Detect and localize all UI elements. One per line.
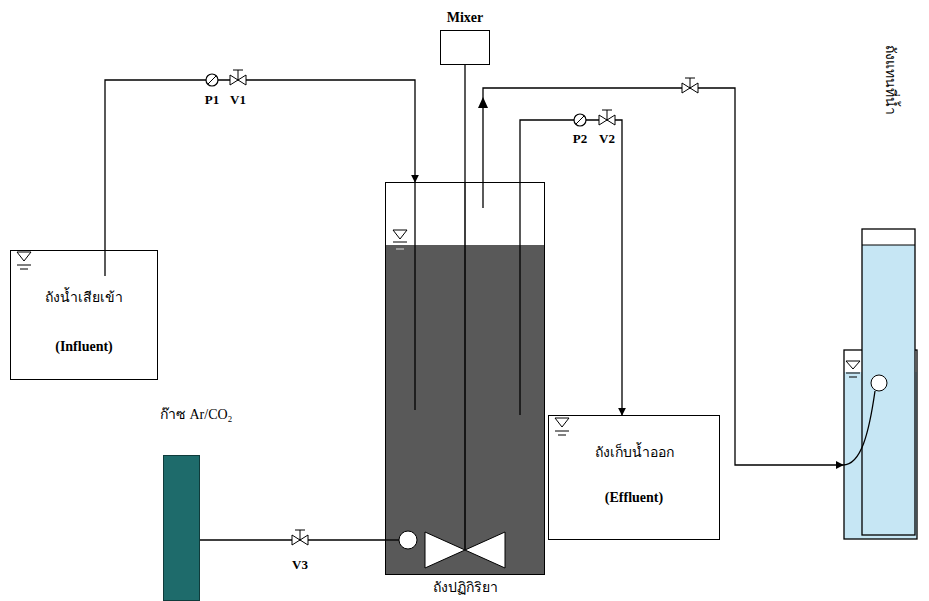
valve-symbol: [233, 70, 243, 71]
node-title: ถังเก็บน้ำออก: [549, 444, 719, 462]
valve-symbol: [300, 530, 301, 540]
water-level-mark: [17, 265, 31, 266]
inlet-dip-tube: [414, 182, 415, 410]
effluent-tank: ถังเก็บน้ำออก (Effluent): [548, 415, 720, 540]
pipe-connector: [464, 65, 465, 182]
pipe-connector: [520, 120, 622, 415]
component-label: V2: [587, 131, 627, 146]
water-level-mark: [849, 377, 857, 378]
valve-symbol: [599, 110, 615, 125]
water-level-mark: [393, 230, 407, 239]
water-level-mark: [20, 269, 28, 270]
water-level-mark: [17, 252, 31, 269]
measuring-cylinder: [862, 229, 915, 535]
component-label: P2: [560, 131, 600, 146]
node-title: Mixer: [401, 10, 529, 26]
node-title: ถังน้ำเสียเข้า: [11, 289, 157, 307]
node-title: ถังแทนที่น้ำ: [881, 45, 899, 115]
water-level-mark: [393, 230, 407, 249]
suction-tube: [104, 250, 105, 276]
cylinder-rim: [862, 245, 915, 246]
pump-symbol: [576, 116, 584, 124]
water-level-mark: [846, 361, 860, 369]
valve-symbol: [292, 530, 308, 545]
gas-collection-shape: [843, 228, 918, 540]
valve-symbol: [238, 70, 239, 80]
valve-symbol: [685, 78, 695, 79]
water-level-mark: [846, 373, 860, 374]
water-level-mark: [555, 418, 569, 427]
water-level-mark: [555, 431, 569, 432]
water-level-mark: [393, 242, 407, 243]
component-label: V3: [280, 557, 320, 572]
water-level-mark: [555, 418, 569, 435]
valve-symbol: [682, 78, 698, 93]
gas-sparger: [399, 531, 417, 549]
pipe-connector: [105, 80, 415, 250]
mixer-shaft: [464, 182, 466, 550]
gas-cylinder: ก๊าซ Ar/CO₂: [163, 455, 200, 601]
outlet-dip-tube: [519, 182, 520, 415]
gas-bulb: [871, 375, 887, 391]
pump-symbol: [574, 114, 586, 126]
gas-feed-tube: [385, 539, 399, 540]
node-title: ก๊าซ Ar/CO₂: [160, 406, 233, 424]
gas-tube: [843, 391, 875, 465]
node-title: ถังปฏิกิริยา: [346, 579, 584, 597]
gas-outlet-tube: [482, 182, 483, 208]
impeller-blade: [425, 532, 465, 568]
pump-symbol: [206, 74, 218, 86]
water-level-mark: [558, 435, 566, 436]
reactor-tank: ถังปฏิกิริยา: [385, 182, 545, 575]
water-level-mark: [396, 249, 404, 250]
gas-collection-tank: ถังแทนที่น้ำ: [843, 228, 918, 540]
influent-tank: ถังน้ำเสียเข้า (Influent): [10, 250, 158, 380]
node-subtitle: (Effluent): [549, 490, 719, 506]
valve-symbol: [295, 530, 305, 531]
pump-symbol: [206, 74, 218, 86]
valve-symbol: [607, 110, 608, 120]
impeller-blade: [465, 532, 505, 568]
valve-symbol: [230, 70, 246, 85]
component-label: V1: [218, 92, 258, 107]
water-level-mark: [17, 252, 31, 261]
valve-symbol: [602, 110, 612, 111]
pipe-connector: [483, 88, 843, 465]
cylinder-water: [862, 245, 915, 535]
valve-symbol: [690, 78, 691, 88]
pump-symbol: [208, 76, 216, 84]
component-label: P1: [192, 92, 232, 107]
node-subtitle: (Influent): [11, 339, 157, 355]
mixer-motor: Mixer: [440, 30, 490, 65]
pump-symbol: [574, 114, 586, 126]
